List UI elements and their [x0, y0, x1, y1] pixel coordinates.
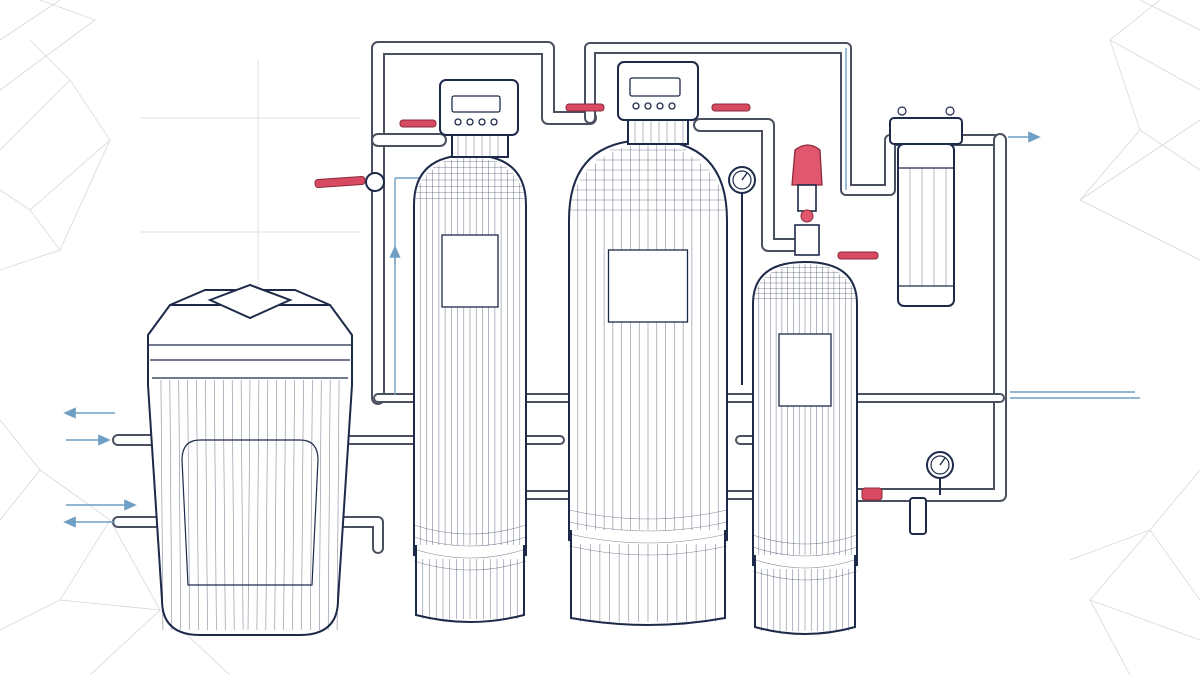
sediment-cartridge-filter [889, 106, 963, 307]
filter-tank-left [413, 153, 527, 623]
pressure-relief-valve [791, 144, 823, 256]
filter-tank-center [568, 138, 728, 626]
pressure-gauge-upper [728, 166, 756, 385]
control-head-left [439, 79, 519, 158]
flow-arrows [63, 131, 1041, 528]
control-head-center [617, 61, 699, 145]
valve-handles [314, 103, 883, 501]
brine-tank [147, 283, 353, 636]
pipe-network [112, 41, 1140, 554]
pressure-gauge-lower [909, 451, 954, 535]
pressure-tank-right [752, 260, 858, 635]
